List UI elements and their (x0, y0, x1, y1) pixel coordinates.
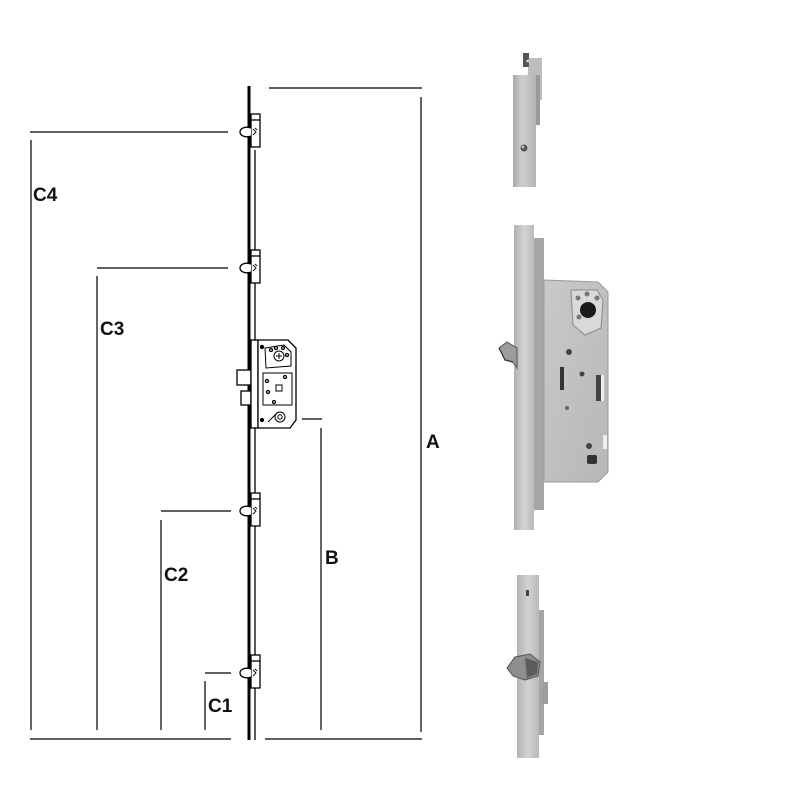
top-end-rail-photo (513, 53, 542, 187)
lock-rail (247, 86, 256, 740)
dimension-label-c3: C3 (100, 319, 125, 340)
main-gearbox (236, 339, 297, 429)
hook-bolt-2 (239, 492, 261, 527)
hook-bolt-3 (239, 249, 261, 284)
dimension-label-c1: C1 (208, 696, 233, 717)
dimension-lines-left (30, 131, 231, 740)
hook-bolt-4 (239, 113, 261, 148)
dimension-label-b: B (325, 548, 339, 569)
hook-bolt-1 (239, 654, 261, 689)
dimension-label-a: A (426, 432, 440, 453)
dimension-lines-right (265, 87, 422, 740)
bottom-hook-bolt-photo (506, 575, 548, 758)
dimension-label-c4: C4 (33, 185, 58, 206)
main-gearbox-photo (498, 225, 609, 530)
dimension-label-c2: C2 (164, 565, 189, 586)
